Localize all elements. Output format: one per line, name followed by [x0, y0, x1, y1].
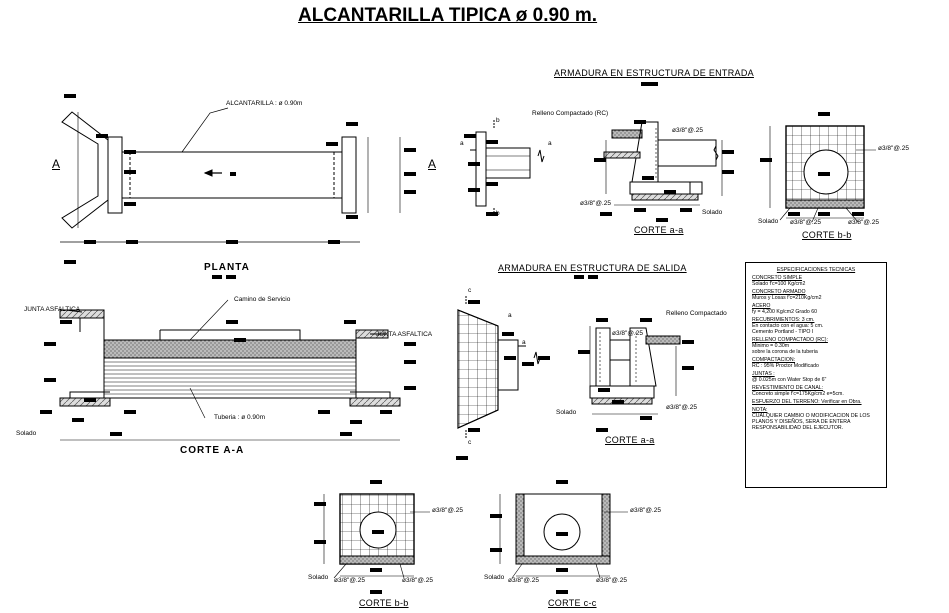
spec-value-line: CUALQUIER CAMBIO O MODIFICACION DE LOS	[752, 412, 870, 419]
solado-label-4: Solado	[308, 574, 329, 581]
spec-value-line: En contacto con el agua: 5 cm.	[752, 323, 824, 330]
pipe-label: Tuberia : ø 0.90m	[214, 414, 266, 421]
service-road-label: Camino de Servicio	[234, 296, 291, 303]
drawing-title: ALCANTARILLA TIPICA ø 0.90 m.	[298, 5, 598, 26]
entrance-section-tags	[594, 82, 734, 222]
spec-value-line: RESPONSABILIDAD DEL EJECUTOR.	[752, 425, 844, 432]
rebar-label-8: ø3/8"@.25	[432, 507, 463, 514]
entrance-section	[603, 121, 723, 206]
exit-aa-title: CORTE a-a	[605, 435, 655, 445]
fill-label: Relleno Compactado	[666, 310, 727, 317]
rebar-label-6: ø3/8"@.25	[612, 330, 643, 337]
rebar-label-13: ø3/8"@.25	[596, 577, 627, 584]
spec-heading-line: CONCRETO ARMADO	[752, 289, 806, 296]
specs-heading: ESPECIFICACIONES TECNICAS	[776, 267, 856, 273]
exit-bb-title: CORTE b-b	[359, 598, 409, 608]
joint-right-label: JUNTA ASFALTICA	[376, 331, 433, 338]
cut-mark-c2: c	[468, 439, 472, 446]
plan-view	[60, 107, 401, 243]
spec-value-line: Solado f'c=100 Kg/cm2	[752, 281, 806, 288]
spec-value-line: sobre la corona de la tuberia	[752, 349, 818, 356]
technical-specs-box: ESPECIFICACIONES TECNICAS CONCRETO SIMPL…	[745, 262, 887, 488]
solado-label-1: Solado	[702, 209, 723, 216]
spec-heading-line: ACERO	[752, 303, 771, 310]
entrance-heading: ARMADURA EN ESTRUCTURA DE ENTRADA	[554, 68, 754, 78]
entrance-elevation-tags	[464, 134, 498, 216]
spec-heading-line: JUNTAS :	[752, 371, 775, 378]
spec-heading-line: REVESTIMIENTO DE CANAL:	[752, 384, 824, 391]
exit-section	[589, 326, 681, 415]
cut-mark-b1: b	[496, 117, 500, 124]
cut-mark-a1: a	[460, 140, 464, 147]
rebar-label-2: ø3/8"@.25	[580, 200, 611, 207]
spec-heading-line: NOTA:	[752, 406, 768, 413]
solado-label-5: Solado	[484, 574, 505, 581]
cut-mark-b2: b	[496, 210, 500, 217]
rebar-label-1: ø3/8"@.25	[672, 127, 703, 134]
exit-box-section	[323, 493, 430, 579]
exit-heading: ARMADURA EN ESTRUCTURA DE SALIDA	[498, 263, 687, 273]
spec-value-line: Muros y Losas f'c=210Kg/cm2	[752, 295, 822, 302]
longitudinal-tags	[40, 320, 416, 436]
spec-value-line: RC : 95% Proctor Modificado	[752, 363, 819, 370]
solado-label-aa: Solado	[16, 430, 37, 437]
cut-mark-a3: a	[508, 312, 512, 319]
spec-value-line: Minimo = 0.30m	[752, 343, 790, 350]
plan-title: PLANTA	[204, 262, 250, 273]
solado-label-2: Solado	[758, 218, 779, 225]
rebar-label-7: ø3/8"@.25	[666, 404, 697, 411]
rebar-label-12: ø3/8"@.25	[508, 577, 539, 584]
spec-heading-line: COMPACTACION:	[752, 357, 796, 364]
rebar-label-4: ø3/8"@.25	[790, 219, 821, 226]
longitudinal-section	[59, 299, 401, 441]
cut-mark-a-left: A	[52, 157, 61, 171]
fill-rc-label: Relleno Compactado (RC)	[532, 110, 609, 117]
entrance-aa-title: CORTE a-a	[634, 225, 684, 235]
spec-value-line: PLANOS Y DISEÑOS, SERA DE ENTERA	[752, 418, 851, 425]
culvert-label: ALCANTARILLA : ø 0.90m	[226, 100, 303, 107]
joint-left-label: JUNTA ASFALTICA	[24, 306, 81, 313]
rebar-label-10: ø3/8"@.25	[402, 577, 433, 584]
entrance-elevation	[470, 120, 545, 216]
exit-box-tags	[314, 480, 384, 594]
spec-heading-line: RELLENO COMPACTADO (RC):	[752, 337, 828, 344]
rebar-label-9: ø3/8"@.25	[334, 577, 365, 584]
spec-heading-line: CONCRETO SIMPLE	[752, 275, 803, 282]
spec-value-line: @ 0.025m con Water Stop de 6"	[752, 377, 827, 384]
exit-elevation	[457, 296, 541, 438]
cut-mark-a2: a	[548, 140, 552, 147]
plan-tags	[64, 94, 416, 279]
spec-heading-line: RECUBRIMIENTOS: 3 cm.	[752, 316, 815, 323]
rebar-label-3: ø3/8"@.25	[878, 145, 909, 152]
cc-tags	[490, 480, 568, 594]
cut-mark-c1: c	[468, 287, 472, 294]
rebar-label-11: ø3/8"@.25	[630, 507, 661, 514]
solado-label-3: Solado	[556, 409, 577, 416]
section-aa-title: CORTE A-A	[180, 445, 245, 456]
cc-title: CORTE c-c	[548, 598, 597, 608]
exit-elevation-tags	[456, 275, 598, 460]
exit-section-tags	[538, 318, 694, 432]
cut-mark-a4: a	[522, 339, 526, 346]
spec-value-line: fy = 4,200 Kg/cm2 Grado 60	[752, 309, 818, 316]
entrance-bb-title: CORTE b-b	[802, 230, 852, 240]
entrance-box-tags	[760, 112, 864, 216]
spec-value-line: Cemento Portland - TIPO I	[752, 329, 814, 336]
spec-value-line: Concreto simple f'c=175Kg/cm2 e=5cm.	[752, 391, 844, 398]
spec-heading-line: ESFUERZO DEL TERRENO: Verificar en Obra.	[752, 398, 862, 405]
cut-mark-a-right: A	[428, 157, 437, 171]
entrance-box-section	[769, 125, 876, 223]
rebar-label-5: ø3/8"@.25	[848, 219, 879, 226]
